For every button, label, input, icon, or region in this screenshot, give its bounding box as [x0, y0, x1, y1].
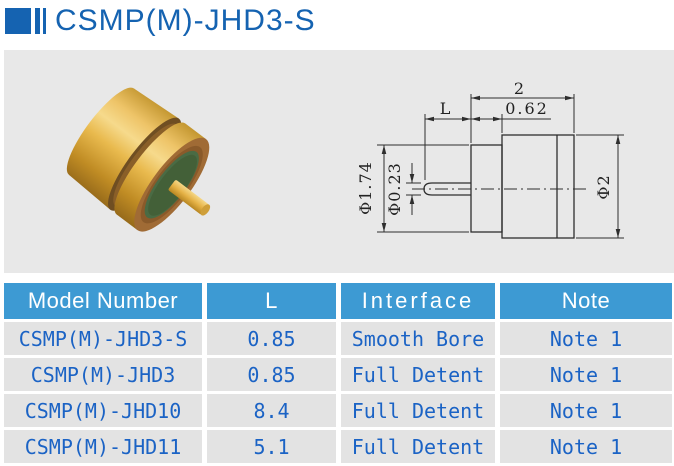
- title-marker-bar: [43, 8, 46, 34]
- col-header-l: L: [207, 283, 336, 319]
- cell-interface: Full Detent: [341, 358, 495, 391]
- title-marker-square: [5, 8, 31, 34]
- cell-note: Note 1: [500, 430, 672, 463]
- cell-model: CSMP(M)-JHD10: [4, 394, 202, 427]
- connector-3d-render: [66, 87, 211, 232]
- page-title: CSMP(M)-JHD3-S: [55, 4, 316, 37]
- dim-pin-length: L: [440, 99, 453, 118]
- cell-interface: Full Detent: [341, 394, 495, 427]
- cell-interface: Full Detent: [341, 430, 495, 463]
- title-bar: CSMP(M)-JHD3-S: [0, 0, 674, 44]
- cell-l: 0.85: [207, 358, 336, 391]
- dim-front-length: 0.62: [505, 99, 549, 118]
- col-header-note: Note: [500, 283, 672, 319]
- cell-model: CSMP(M)-JHD11: [4, 430, 202, 463]
- dim-total-length: 2: [514, 79, 526, 98]
- spec-table: Model Number L Interface Note CSMP(M)-JH…: [4, 283, 672, 463]
- col-header-model-number: Model Number: [4, 283, 202, 319]
- cell-l: 0.85: [207, 322, 336, 355]
- product-panel: 2 L 0.62 Φ1.74 Φ0.23 Φ2: [4, 50, 674, 273]
- dim-pin-diameter: Φ0.23: [385, 162, 404, 216]
- cell-model: CSMP(M)-JHD3-S: [4, 322, 202, 355]
- dim-front-diameter: Φ1.74: [356, 161, 375, 215]
- cell-interface: Smooth Bore: [341, 322, 495, 355]
- col-header-interface: Interface: [341, 283, 495, 319]
- cell-note: Note 1: [500, 394, 672, 427]
- dim-body-diameter: Φ2: [594, 174, 613, 199]
- dimension-drawing: 2 L 0.62 Φ1.74 Φ0.23 Φ2: [356, 79, 624, 239]
- cell-note: Note 1: [500, 322, 672, 355]
- title-marker-bar: [35, 8, 40, 34]
- cell-note: Note 1: [500, 358, 672, 391]
- rear-body-outline: [501, 134, 575, 239]
- cell-model: CSMP(M)-JHD3: [4, 358, 202, 391]
- title-marker-icon: [5, 8, 47, 34]
- cell-l: 8.4: [207, 394, 336, 427]
- cell-l: 5.1: [207, 430, 336, 463]
